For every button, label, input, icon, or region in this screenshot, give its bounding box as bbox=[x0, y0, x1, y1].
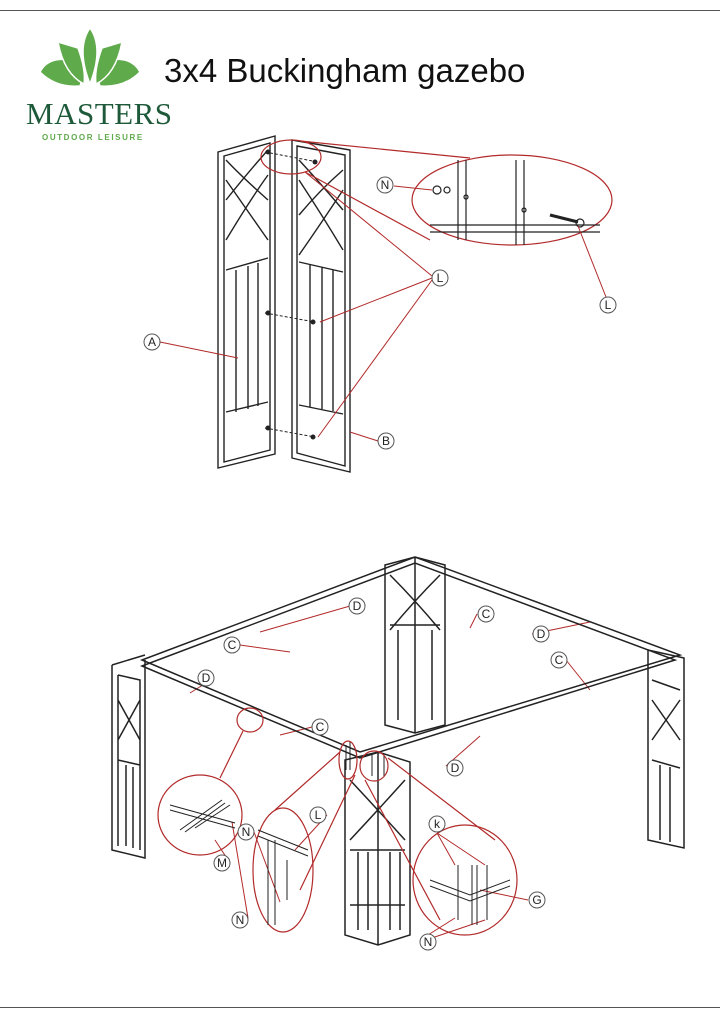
label-circle bbox=[143, 333, 161, 351]
label-text: C bbox=[555, 653, 564, 667]
detail-zoom-top bbox=[430, 160, 600, 245]
label-circle bbox=[311, 718, 329, 736]
label-text: N bbox=[424, 935, 433, 949]
part-label-l: L bbox=[309, 806, 327, 824]
label-circle bbox=[477, 605, 495, 623]
bolts-top bbox=[264, 149, 319, 440]
page-title: 3x4 Buckingham gazebo bbox=[164, 52, 526, 89]
label-circle bbox=[377, 432, 395, 450]
part-label-b: B bbox=[377, 432, 395, 450]
part-label-n: N bbox=[231, 911, 249, 929]
part-label-d: D bbox=[197, 669, 215, 687]
part-label-c: C bbox=[311, 718, 329, 736]
label-circle bbox=[213, 854, 231, 872]
label-text: C bbox=[316, 720, 325, 734]
detail-callout-top bbox=[260, 139, 613, 246]
label-text: G bbox=[532, 893, 541, 907]
panel-b bbox=[291, 139, 351, 473]
bottom-rule bbox=[0, 1007, 720, 1008]
part-label-m: M bbox=[213, 854, 231, 872]
logo-tagline: OUTDOOR LEISURE bbox=[42, 133, 144, 142]
label-text: C bbox=[228, 638, 237, 652]
part-label-c: C bbox=[477, 605, 495, 623]
part-label-l: L bbox=[599, 296, 617, 314]
panel-a bbox=[217, 135, 276, 469]
part-label-n: N bbox=[237, 823, 255, 841]
label-circle bbox=[528, 891, 546, 909]
label-text: k bbox=[434, 817, 441, 831]
label-text: L bbox=[315, 808, 322, 822]
detail-zoom-bottom bbox=[169, 799, 511, 925]
part-label-g: G bbox=[528, 891, 546, 909]
leader-lines bbox=[159, 171, 607, 943]
label-circle bbox=[309, 806, 327, 824]
label-text: L bbox=[605, 298, 612, 312]
part-label-d: D bbox=[446, 759, 464, 777]
label-circle bbox=[431, 269, 449, 287]
label-text: N bbox=[381, 178, 390, 192]
part-label-c: C bbox=[223, 636, 241, 654]
label-circle bbox=[446, 759, 464, 777]
detail-callouts-bottom bbox=[157, 707, 518, 936]
label-text: D bbox=[537, 627, 546, 641]
label-text: N bbox=[242, 825, 251, 839]
gazebo-frame bbox=[111, 556, 685, 946]
label-circle bbox=[550, 651, 568, 669]
part-label-d: D bbox=[532, 625, 550, 643]
label-circle bbox=[376, 176, 394, 194]
part-label-d: D bbox=[348, 597, 366, 615]
label-circle bbox=[237, 823, 255, 841]
label-circle bbox=[532, 625, 550, 643]
label-circle bbox=[197, 669, 215, 687]
label-circle bbox=[348, 597, 366, 615]
label-circle bbox=[223, 636, 241, 654]
label-text: D bbox=[202, 671, 211, 685]
part-label-k: k bbox=[428, 815, 446, 833]
label-text: D bbox=[451, 761, 460, 775]
logo-wordmark: MASTERS bbox=[26, 96, 173, 131]
label-text: N bbox=[236, 913, 245, 927]
label-text: L bbox=[437, 271, 444, 285]
label-circle bbox=[419, 933, 437, 951]
part-label-c: C bbox=[550, 651, 568, 669]
label-circle bbox=[231, 911, 249, 929]
label-text: D bbox=[353, 599, 362, 613]
label-text: A bbox=[148, 335, 156, 349]
label-text: B bbox=[382, 434, 390, 448]
label-circle bbox=[599, 296, 617, 314]
label-text: C bbox=[482, 607, 491, 621]
part-label-n: N bbox=[376, 176, 394, 194]
top-rule bbox=[0, 10, 720, 11]
part-label-n: N bbox=[419, 933, 437, 951]
part-label-l: L bbox=[431, 269, 449, 287]
label-text: M bbox=[217, 856, 227, 870]
label-circle bbox=[428, 815, 446, 833]
part-label-a: A bbox=[143, 333, 161, 351]
lotus-logo-icon bbox=[39, 26, 141, 87]
